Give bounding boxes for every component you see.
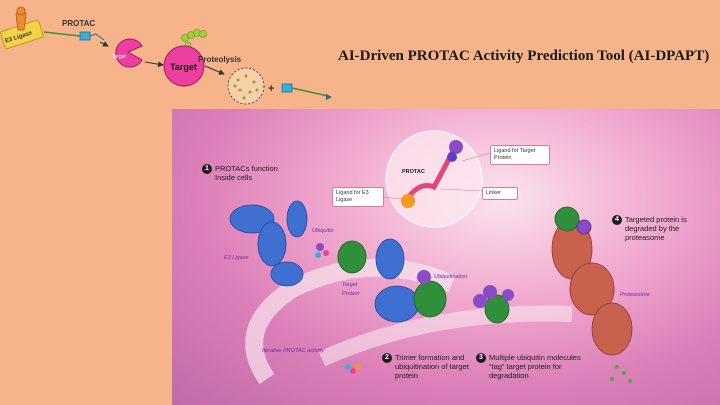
target-protein-shape bbox=[337, 240, 367, 274]
free-protac-shape bbox=[345, 364, 361, 374]
iterative-activity-label: Iterative PROTAC activity bbox=[262, 348, 324, 354]
protac-warhead-shape bbox=[79, 31, 91, 41]
ligand-e3-callout: Ligand for E3 Ligase bbox=[332, 187, 384, 207]
step-2-number: 2 bbox=[382, 353, 392, 363]
page-title: AI-Driven PROTAC Activity Prediction Too… bbox=[338, 48, 710, 64]
linker-callout: Linker bbox=[482, 187, 518, 200]
step-1-number: 1 bbox=[202, 164, 212, 174]
peptide-fragments-shape bbox=[610, 365, 632, 383]
e3-ligase-label: E3 Ligase bbox=[224, 255, 249, 261]
ubiquitin-shape bbox=[315, 243, 329, 258]
target-protein-label: Target Protein bbox=[342, 282, 360, 297]
step-2-text: Trimer formation and ubiquitination of t… bbox=[395, 353, 469, 380]
plus-sign: + bbox=[268, 83, 274, 95]
step-4-number: 4 bbox=[612, 215, 622, 225]
target-label: Target bbox=[170, 62, 197, 72]
step-3-text: Multiple ubiquitin molecules “tag” targe… bbox=[489, 353, 581, 380]
step-1-text: PROTACs function Inside cells bbox=[215, 164, 278, 182]
degraded-fragments-shape bbox=[227, 67, 265, 105]
target-pacman-shape bbox=[115, 38, 143, 68]
target-shape bbox=[163, 45, 205, 87]
ubiquitination-label: Ubiquitination bbox=[434, 274, 468, 280]
target-small-label: Target bbox=[112, 54, 127, 60]
e3-ligase-shape bbox=[0, 6, 44, 50]
proteasome-label: Proteasome bbox=[620, 292, 650, 298]
protac-label: PROTAC bbox=[62, 19, 95, 28]
step-4-text: Targeted protein is degraded by the prot… bbox=[625, 215, 687, 242]
protac-schematic: E3 Ligase PROTAC Target Target Proteolys… bbox=[0, 6, 332, 105]
proteolysis-label: Proteolysis bbox=[198, 55, 242, 64]
ubiquitin-chain-shape bbox=[181, 29, 207, 49]
ternary-complex-shape bbox=[374, 238, 447, 323]
ubiquitin-label: Ubiquitin bbox=[312, 228, 334, 234]
ligand-target-callout: Ligand for Target Protein bbox=[490, 145, 550, 165]
protac-zoom-circle bbox=[385, 130, 483, 228]
protac-regenerated-shape bbox=[281, 83, 293, 93]
iterative-arc-shape bbox=[245, 258, 456, 385]
protac-zoom-label: PROTAC bbox=[402, 169, 425, 175]
protac-molecule-shape bbox=[401, 140, 463, 208]
e3-ligase-protein-shape bbox=[229, 200, 308, 287]
proteasome-shape bbox=[551, 206, 633, 356]
polyubiquitinated-target-shape bbox=[473, 285, 514, 324]
step-3-number: 3 bbox=[476, 353, 486, 363]
